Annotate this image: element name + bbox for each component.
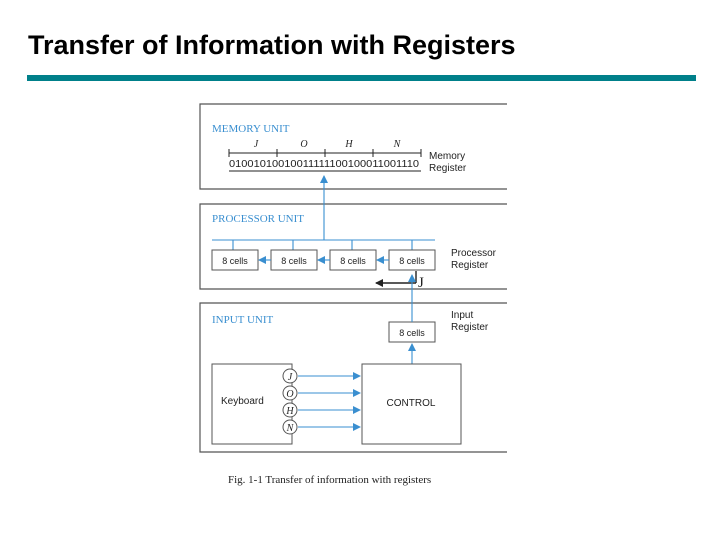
memory-letter-h: H [344, 139, 353, 150]
memory-bit-string: 01001010010011111100100011001110 [229, 158, 419, 170]
input-unit-frame [199, 302, 507, 453]
processor-cell-3-label: 8 cells [340, 256, 366, 266]
key-o [282, 385, 298, 401]
pointer-letter: J [418, 275, 424, 291]
memory-letter-j: J [254, 139, 259, 150]
processor-cell-4-label: 8 cells [399, 256, 425, 266]
title-underline [27, 75, 696, 81]
processor-unit: PROCESSOR UNIT 8 cells 8 cells 8 cells 8… [199, 175, 507, 291]
processor-cell-1-label: 8 cells [222, 256, 248, 266]
key-n [282, 419, 298, 435]
figure-caption: Fig. 1-1 Transfer of information with re… [228, 474, 431, 486]
key-h [282, 402, 298, 418]
input-unit-label: INPUT UNIT [212, 314, 273, 326]
keyboard-label: Keyboard [221, 396, 264, 407]
key-n-label: N [286, 423, 295, 434]
slide-title: Transfer of Information with Registers [28, 30, 516, 60]
memory-unit: MEMORY UNIT J O H N 01001010010011111100… [199, 103, 507, 190]
key-o-label: O [286, 389, 293, 400]
memory-letter-o: O [300, 139, 307, 150]
memory-register-label-line2: Register [429, 163, 467, 174]
control-label: CONTROL [387, 398, 436, 409]
keyboard-box [211, 363, 293, 445]
memory-letter-n: N [393, 139, 402, 150]
processor-cell-2-label: 8 cells [281, 256, 307, 266]
processor-register-label-line1: Processor [451, 248, 497, 259]
key-j-label: J [288, 372, 293, 383]
processor-register-label-line2: Register [451, 260, 489, 271]
input-unit: INPUT UNIT 8 cells Input Register Keyboa… [199, 274, 507, 453]
memory-unit-frame [199, 103, 507, 190]
processor-unit-label: PROCESSOR UNIT [212, 213, 304, 225]
memory-unit-label: MEMORY UNIT [212, 123, 290, 135]
control-box [361, 363, 462, 445]
processor-unit-frame [199, 203, 507, 290]
key-j [282, 368, 298, 384]
input-register-label-line1: Input [451, 310, 473, 321]
key-h-label: H [285, 406, 294, 417]
memory-register-label-line1: Memory [429, 151, 465, 162]
input-register-cell-label: 8 cells [399, 328, 425, 338]
input-register-label-line2: Register [451, 322, 489, 333]
